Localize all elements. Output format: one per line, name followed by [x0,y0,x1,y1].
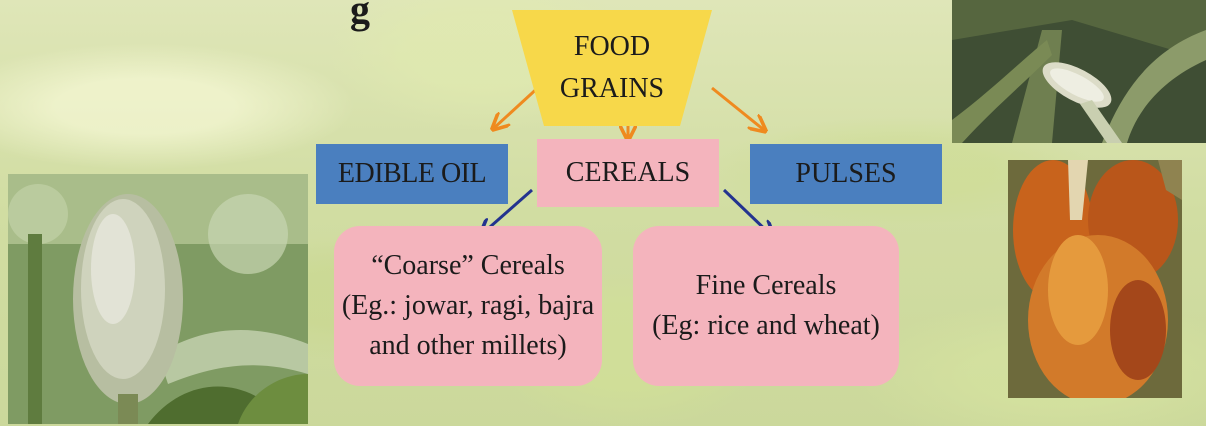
cereals-box: CEREALS [537,139,719,207]
coarse-cereals-line2: (Eg.: jowar, ragi, bajra [342,286,594,326]
food-grains-line2: GRAINS [560,68,664,110]
coarse-cereals-line1: “Coarse” Cereals [371,246,565,286]
edible-oil-box: EDIBLE OIL [316,144,508,204]
title-fragment: g [350,0,370,33]
arrow-to-pulses [712,88,764,130]
white-sorghum-photo [8,174,308,424]
pulses-box: PULSES [750,144,942,204]
food-grains-line1: FOOD [574,26,650,68]
fine-cereals-line1: Fine Cereals [696,266,837,306]
fine-cereals-box: Fine Cereals (Eg: rice and wheat) [633,226,899,386]
food-grains-box: FOOD GRAINS [512,10,712,126]
coarse-cereals-box: “Coarse” Cereals (Eg.: jowar, ragi, bajr… [334,226,602,386]
coarse-cereals-line3: and other millets) [369,326,567,366]
pulses-label: PULSES [795,158,896,190]
red-sorghum-photo [1008,160,1182,398]
fine-cereals-line2: (Eg: rice and wheat) [652,306,880,346]
edible-oil-label: EDIBLE OIL [338,158,486,190]
cereals-label: CEREALS [566,157,690,189]
corn-photo [952,0,1206,143]
